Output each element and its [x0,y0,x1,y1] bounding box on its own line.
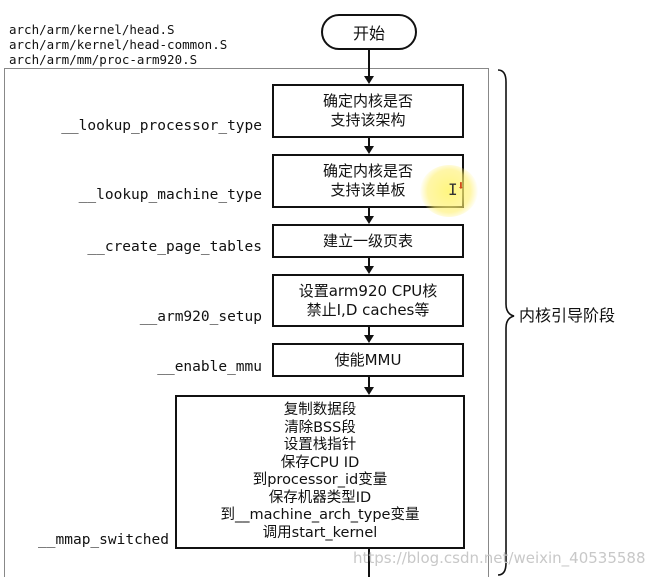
step-text: 调用start_kernel [262,524,378,541]
step-setup-cpu: 设置arm920 CPU核 禁止I,D caches等 [272,274,464,327]
function-label: __create_page_tables [87,239,262,255]
connector-3 [368,258,370,266]
step-text: 支持该架构 [330,111,406,129]
arrowhead-1 [364,76,374,84]
step-text: 建立一级页表 [322,231,413,250]
step-mmap-switched: 复制数据段 清除BSS段 设置栈指针 保存CPU ID 到processor_i… [175,395,465,549]
source-file-head: arch/arm/kernel/head.S [9,22,175,37]
source-file-proc-arm920: arch/arm/mm/proc-arm920.S [9,52,198,67]
connector-4 [368,327,370,335]
step-text: 使能MMU [334,350,402,369]
connector-1 [368,138,370,146]
step-text: 确定内核是否 [322,92,413,110]
connector-5 [368,377,370,387]
cursor-highlight [420,165,478,217]
function-label: __enable_mmu [157,359,262,375]
source-file-list: arch/arm/kernel/head.S arch/arm/kernel/h… [9,22,227,67]
step-text: 设置栈指针 [283,437,357,453]
watermark: https://blog.csdn.net/weixin_40535588 [353,549,646,567]
phase-brace [497,69,515,576]
step-enable-mmu: 使能MMU [272,343,464,377]
down-arrow-icon: ⬇ [457,179,465,194]
boot-phase-frame [4,68,489,577]
function-label: __mmap_switched [38,532,169,548]
step-check-architecture: 确定内核是否 支持该架构 [272,84,464,138]
step-text: 复制数据段 [283,402,357,418]
arrowhead-4 [364,266,374,274]
arrowhead-6 [364,387,374,395]
source-file-head-common: arch/arm/kernel/head-common.S [9,37,228,52]
step-text: 支持该单板 [330,181,406,199]
function-label: __arm920_setup [139,309,262,325]
start-node: 开始 [321,14,417,50]
connector-start [368,50,370,76]
connector-end [368,549,370,577]
text-cursor-icon: I [448,180,458,199]
step-text: 保存CPU ID [280,454,360,471]
step-text: 保存机器类型ID [268,489,372,506]
step-text: 到__machine_arch_type变量 [220,507,420,523]
step-text: 到processor_id变量 [252,472,388,488]
step-text: 设置arm920 CPU核 [298,281,438,300]
arrowhead-5 [364,335,374,343]
function-label: __lookup_processor_type [61,118,262,134]
step-text: 禁止I,D caches等 [306,300,430,319]
step-text: 确定内核是否 [322,162,413,180]
step-text: 清除BSS段 [284,419,356,436]
arrowhead-2 [364,146,374,154]
function-label: __lookup_machine_type [78,187,262,203]
step-create-page-table: 建立一级页表 [272,224,464,258]
phase-label: 内核引导阶段 [519,306,616,325]
arrowhead-3 [364,216,374,224]
connector-2 [368,208,370,216]
